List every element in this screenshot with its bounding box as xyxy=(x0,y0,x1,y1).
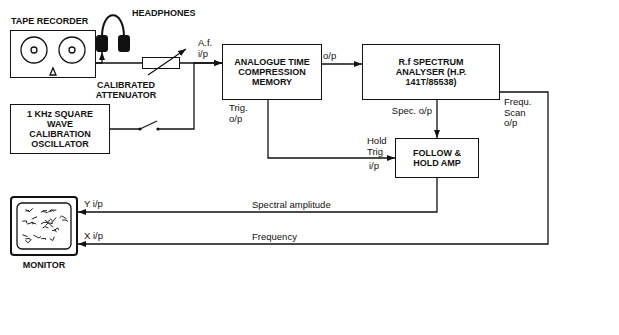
screen-trace xyxy=(48,210,54,212)
node-label: 1 KHz SQUARE WAVE CALIBRATION OSCILLATOR xyxy=(22,109,98,149)
screen-trace xyxy=(43,227,49,229)
screen-trace xyxy=(33,235,41,238)
y-input-label: Y i/p xyxy=(84,199,103,210)
signal-wire xyxy=(78,178,437,212)
attenuator-box: CALIBRATED ATTENUATOR xyxy=(142,57,180,69)
screen-trace xyxy=(62,220,68,221)
node-label: R.f SPECTRUM ANALYSER (H.P. 141T/85538) xyxy=(391,57,471,87)
node-label: CALIBRATED ATTENUATOR xyxy=(91,80,161,100)
screen-trace xyxy=(50,237,55,241)
screen-trace xyxy=(45,220,50,222)
screen-trace xyxy=(47,222,52,224)
analyser-box: R.f SPECTRUM ANALYSER (H.P. 141T/85538) xyxy=(362,44,500,100)
attenuator-variable-arrow xyxy=(148,49,186,75)
memory-box: ANALOGUE TIME COMPRESSION MEMORY xyxy=(222,44,322,100)
input-pin-label: A.f. i/p xyxy=(198,38,222,59)
headphones-symbol xyxy=(97,15,129,51)
screen-trace xyxy=(50,217,56,221)
signal-wire xyxy=(322,63,362,64)
screen-trace xyxy=(41,222,48,224)
screen-trace xyxy=(25,210,29,212)
screen-trace xyxy=(52,230,56,232)
signal-wire xyxy=(268,100,395,158)
calibration-switch xyxy=(138,121,159,131)
tape-recorder: TAPE RECORDER xyxy=(10,30,96,78)
input-pin-label: i/p xyxy=(369,161,379,172)
output-pin-label: o/p xyxy=(323,51,336,62)
headphones: HEADPHONES xyxy=(92,4,146,52)
wire-label: Frequency xyxy=(250,231,299,242)
node-label: ANALOGUE TIME COMPRESSION MEMORY xyxy=(227,57,317,87)
screen-trace xyxy=(22,221,26,223)
monitor-screen xyxy=(17,203,71,249)
x-input-label: X i/p xyxy=(84,231,103,242)
signal-wire xyxy=(436,100,437,138)
screen-trace xyxy=(32,217,37,219)
screen-trace xyxy=(41,212,48,213)
signal-wire xyxy=(96,62,142,63)
node-label: MONITOR xyxy=(12,260,76,270)
screen-trace xyxy=(22,235,27,237)
node-label: HEADPHONES xyxy=(132,8,196,18)
node-label: FOLLOW & HOLD AMP xyxy=(401,148,473,168)
screen-trace xyxy=(31,222,36,224)
screen-trace xyxy=(41,238,46,239)
hold-trigger-label: Hold Trig xyxy=(367,136,391,157)
follow-hold-box: FOLLOW & HOLD AMP xyxy=(395,138,479,178)
screen-trace xyxy=(43,210,47,212)
screen-trace xyxy=(25,208,32,211)
oscillator-box: 1 KHz SQUARE WAVE CALIBRATION OSCILLATOR xyxy=(10,104,110,154)
screen-trace xyxy=(60,216,67,219)
trigger-pin-label: Trig. o/p xyxy=(229,103,255,124)
signal-wire xyxy=(96,52,102,63)
spectrum-output-label: Spec. o/p xyxy=(374,106,432,117)
monitor: MONITOR xyxy=(10,196,78,256)
scan-output-label: Frequ. Scan o/p xyxy=(504,97,540,129)
signal-wire xyxy=(78,92,548,244)
tape-reels xyxy=(21,37,85,75)
screen-trace xyxy=(25,238,30,240)
screen-trace xyxy=(25,239,31,242)
wire-label: Spectral amplitude xyxy=(250,199,333,210)
node-label: TAPE RECORDER xyxy=(11,16,88,26)
